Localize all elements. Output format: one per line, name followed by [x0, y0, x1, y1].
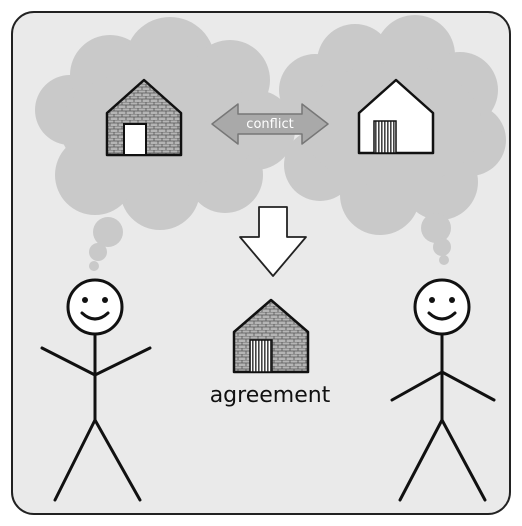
- agreement-label: agreement: [210, 383, 331, 408]
- left-stick-figure-icon: [40, 278, 152, 502]
- right-stick-figure-icon: [390, 278, 496, 502]
- right-plain-house-icon: [357, 78, 435, 155]
- agreement-brick-house-icon: [232, 298, 310, 374]
- down-arrow-icon: [239, 206, 307, 277]
- left-brick-house-icon: [105, 78, 183, 157]
- conflict-label: conflict: [246, 117, 293, 132]
- conflict-double-arrow: conflict: [211, 103, 329, 145]
